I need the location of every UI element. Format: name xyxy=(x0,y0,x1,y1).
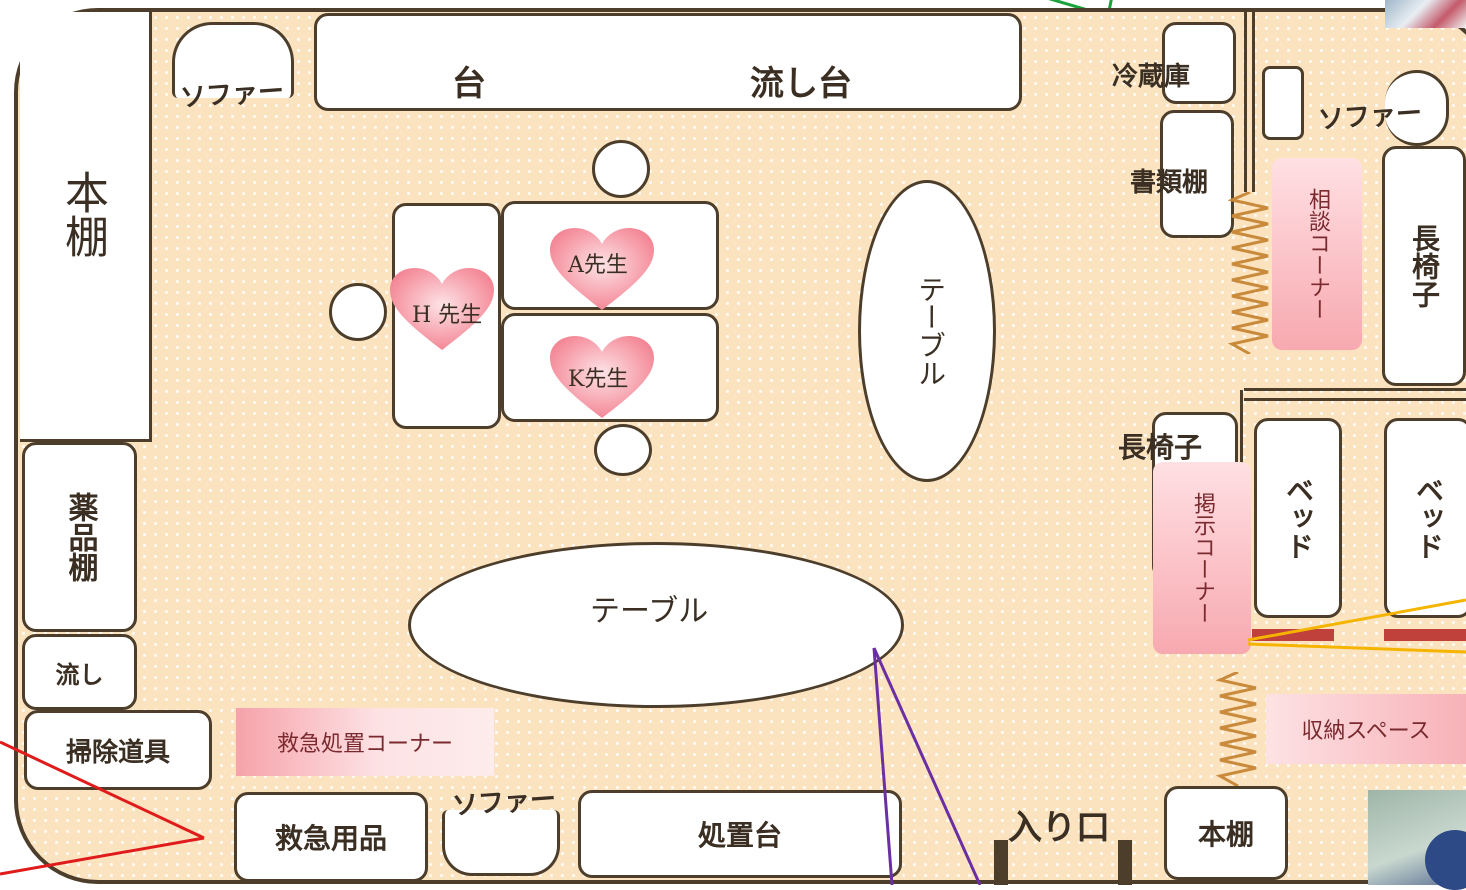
sofa-bottom xyxy=(442,810,560,876)
spring-icon xyxy=(1216,672,1257,786)
spring-icon xyxy=(1228,192,1269,354)
consultation-corner: 相談コーナー xyxy=(1272,158,1362,350)
entrance-post-right xyxy=(1118,840,1132,885)
sink-left-label: 流し xyxy=(55,660,104,689)
teacher-k-label: K先生 xyxy=(568,367,629,392)
table-oval-vertical xyxy=(858,180,996,482)
bed-2: ベッド xyxy=(1384,418,1466,618)
heart-icon-k xyxy=(550,336,654,418)
bed-curtain-2 xyxy=(1384,629,1466,641)
heart-icon-h xyxy=(390,268,494,350)
first-aid-corner-label: 救急処置コーナー xyxy=(276,732,453,757)
bookshelf-bottom-label: 本棚 xyxy=(1197,818,1254,851)
consultation-corner-label: 相談コーナー xyxy=(1305,188,1330,320)
table-oval-horizontal-label: テーブル xyxy=(590,594,709,629)
partition-vertical xyxy=(1244,12,1247,192)
sofa-top-right xyxy=(1385,70,1449,146)
medicine-cabinet: 薬品棚 xyxy=(22,442,137,632)
first-aid-supplies-label: 救急用品 xyxy=(274,822,387,855)
bed-curtain-1 xyxy=(1252,629,1334,641)
first-aid-corner: 救急処置コーナー xyxy=(236,708,494,776)
treatment-table: 処置台 xyxy=(578,790,902,878)
medicine-cabinet-label: 薬品棚 xyxy=(62,492,98,582)
first-aid-supplies: 救急用品 xyxy=(234,792,428,882)
storage-space: 収納スペース xyxy=(1266,694,1466,764)
bed-1: ベッド xyxy=(1254,418,1342,618)
bed-1-label: ベッド xyxy=(1282,476,1315,560)
bed-2-label: ベッド xyxy=(1412,476,1445,560)
table-oval-vertical-label: テーブル xyxy=(914,275,947,387)
document-shelf xyxy=(1160,110,1234,238)
bulletin-corner-label: 掲示コーナー xyxy=(1190,492,1215,624)
heart-icon-a xyxy=(550,228,654,310)
sink-counter-label: 流し台 xyxy=(750,64,852,104)
partition-vertical xyxy=(1252,12,1255,192)
bench-right: 長椅子 xyxy=(1382,146,1466,386)
sofa-top-right-label: ソファー xyxy=(1317,98,1424,136)
cleaning-tools-label: 掃除道具 xyxy=(65,737,170,768)
cleaning-tools: 掃除道具 xyxy=(24,710,212,790)
chair-top xyxy=(592,140,650,198)
partition-horizontal xyxy=(1244,388,1466,391)
entrance-post-left xyxy=(994,840,1008,885)
bookshelf-left-label: 本棚 xyxy=(57,170,108,258)
entrance-label: 入り口 xyxy=(1008,808,1110,848)
counter-top xyxy=(314,13,1022,111)
sofa-top-left-label: ソファー xyxy=(179,76,286,114)
bench-right-label: 長椅子 xyxy=(1408,224,1441,308)
refrigerator-label: 冷蔵庫 xyxy=(1112,62,1191,92)
bookshelf-left xyxy=(20,12,152,442)
sofa-bottom-label: ソファー xyxy=(451,784,558,822)
sofa-top-left xyxy=(172,22,294,98)
photo-fragment-top-right xyxy=(1385,0,1466,28)
refrigerator xyxy=(1162,22,1236,104)
bulletin-corner: 掲示コーナー xyxy=(1153,462,1251,654)
sink-left: 流し xyxy=(22,634,137,710)
photo-fragment-badge xyxy=(1425,830,1466,890)
teacher-a-label: A先生 xyxy=(568,253,628,278)
partition-horizontal xyxy=(1244,398,1466,401)
table-oval-horizontal xyxy=(408,542,904,708)
small-cabinet-top-right xyxy=(1262,66,1304,140)
storage-space-label: 収納スペース xyxy=(1301,719,1431,744)
teacher-h-label: H 先生 xyxy=(412,303,483,328)
partition-vertical-lower xyxy=(1240,390,1243,470)
bookshelf-bottom: 本棚 xyxy=(1164,786,1288,880)
bench-mid-label: 長椅子 xyxy=(1118,431,1203,464)
chair-left xyxy=(329,283,387,341)
treatment-table-label: 処置台 xyxy=(697,819,782,852)
document-shelf-label: 書類棚 xyxy=(1130,168,1209,198)
counter-label: 台 xyxy=(452,64,486,104)
chair-bottom xyxy=(594,424,652,476)
